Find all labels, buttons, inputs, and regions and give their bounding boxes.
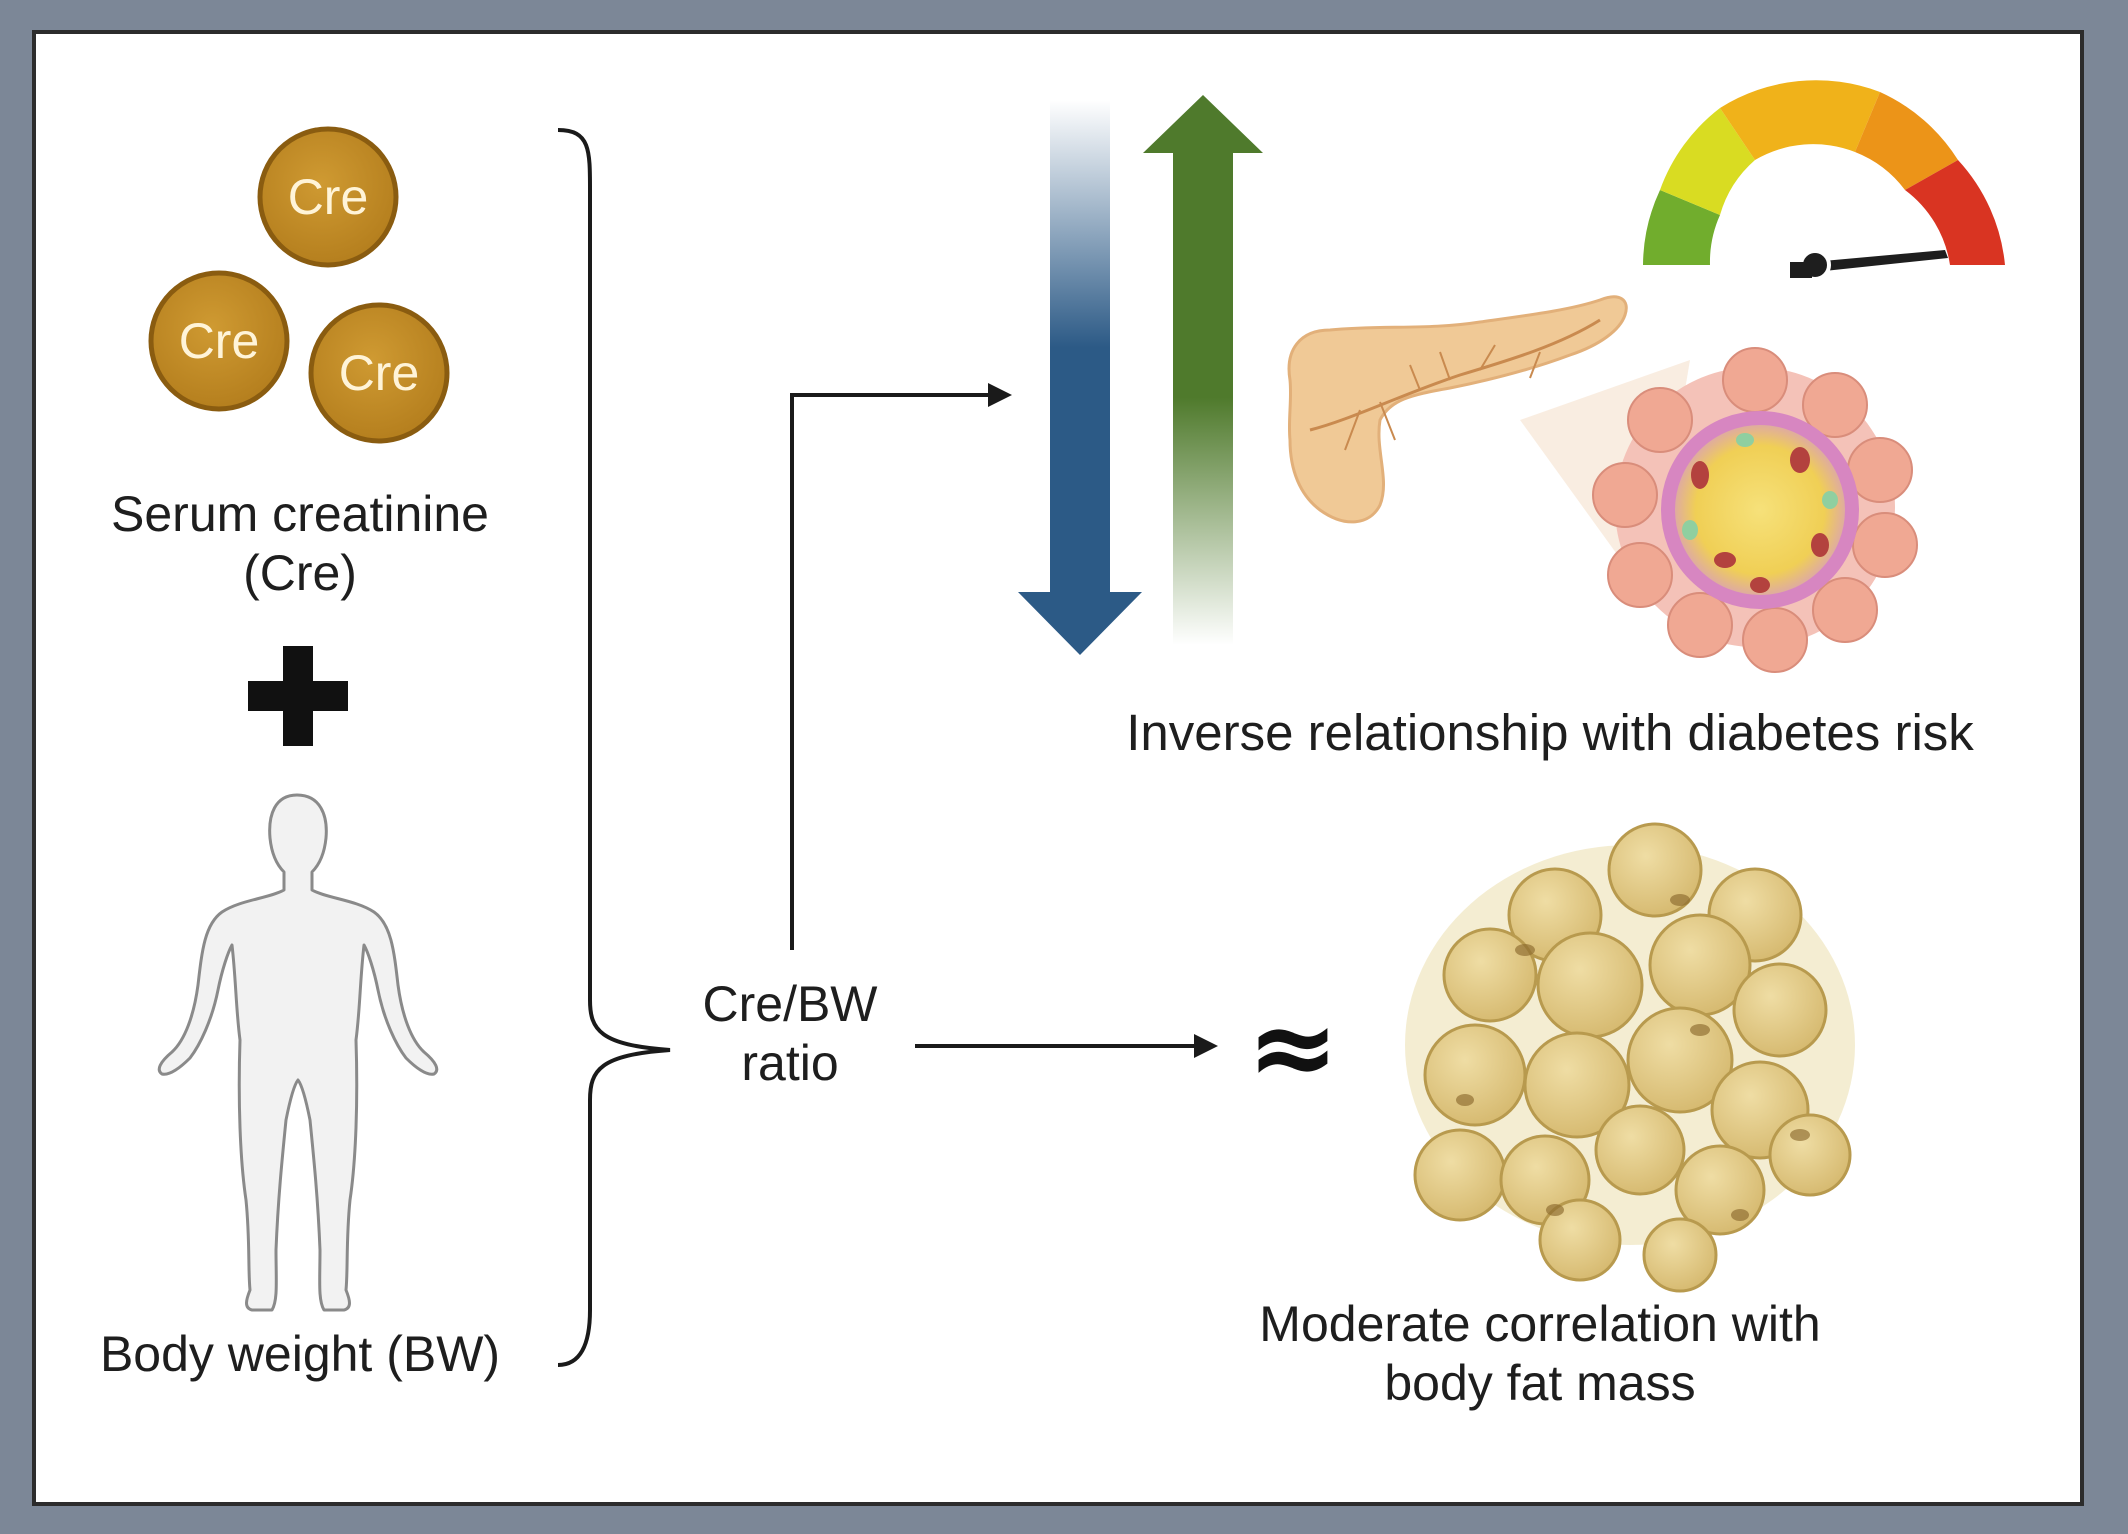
fat-mass-line1: Moderate correlation with (1259, 1296, 1821, 1352)
ratio-line2: ratio (741, 1035, 839, 1091)
serum-creatinine-label: Serum creatinine (Cre) (40, 485, 560, 603)
fat-cells-icon (1405, 822, 1855, 1293)
cre-label-3: Cre (339, 345, 420, 401)
serum-creatinine-line1: Serum creatinine (111, 486, 489, 542)
human-body-icon (157, 793, 439, 1312)
risk-gauge-icon (1643, 80, 2005, 281)
ratio-line1: Cre/BW (702, 976, 878, 1032)
grouping-brace (557, 128, 671, 1367)
cre-bw-ratio-label: Cre/BW ratio (660, 975, 920, 1093)
body-weight-label: Body weight (BW) (99, 1326, 501, 1382)
fat-mass-line2: body fat mass (1384, 1355, 1696, 1411)
islet-cell-icon (1592, 347, 1918, 673)
fat-mass-caption: Moderate correlation with body fat mass (1140, 1295, 1940, 1413)
serum-creatinine-line2: (Cre) (243, 545, 357, 601)
up-arrow-icon (1143, 95, 1263, 645)
down-arrow-icon (1018, 100, 1142, 655)
arrow-to-diabetes (790, 383, 1012, 950)
diabetes-risk-caption: Inverse relationship with diabetes risk (1126, 704, 1974, 761)
arrow-to-fat (915, 1034, 1218, 1058)
cre-label-1: Cre (288, 169, 369, 225)
approx-equal-icon: ≈ (1247, 983, 1339, 1111)
cre-label-2: Cre (179, 313, 260, 369)
plus-icon (248, 646, 348, 746)
creatinine-molecule-icon (148, 126, 450, 444)
